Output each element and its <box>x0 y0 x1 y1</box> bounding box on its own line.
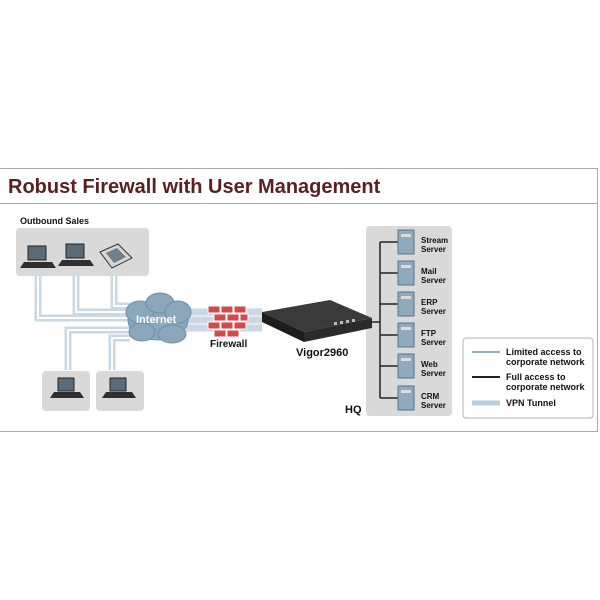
pda-icon <box>99 243 133 269</box>
server-icons <box>397 229 415 411</box>
title-divider <box>0 203 597 204</box>
server-icon <box>397 291 415 317</box>
laptop-icons <box>20 243 136 398</box>
diagram-title: Robust Firewall with User Management <box>8 176 381 198</box>
server-icon <box>397 385 415 411</box>
server-icon <box>397 353 415 379</box>
laptop-icon <box>102 377 136 398</box>
firewall-icon <box>207 305 249 338</box>
server-icon <box>397 322 415 348</box>
outbound-sales-label: Outbound Sales <box>20 216 90 226</box>
laptop-icon <box>58 243 94 266</box>
hq-label: HQ <box>345 404 362 416</box>
server-icon <box>397 229 415 255</box>
legend-vpn-text: VPN Tunnel <box>506 398 556 408</box>
legend-box <box>462 337 594 419</box>
server-icon <box>397 260 415 286</box>
firewall-label: Firewall <box>210 339 248 350</box>
laptop-icon <box>50 377 84 398</box>
hq-links <box>372 241 398 399</box>
internet-cloud <box>125 292 192 344</box>
router-label: Vigor2960 <box>296 347 349 359</box>
vpn-tunnel-core <box>37 276 130 370</box>
internet-label: Internet <box>136 314 177 326</box>
router-icon <box>262 300 372 342</box>
legend-swatches <box>472 351 500 406</box>
laptop-icon <box>20 245 56 268</box>
